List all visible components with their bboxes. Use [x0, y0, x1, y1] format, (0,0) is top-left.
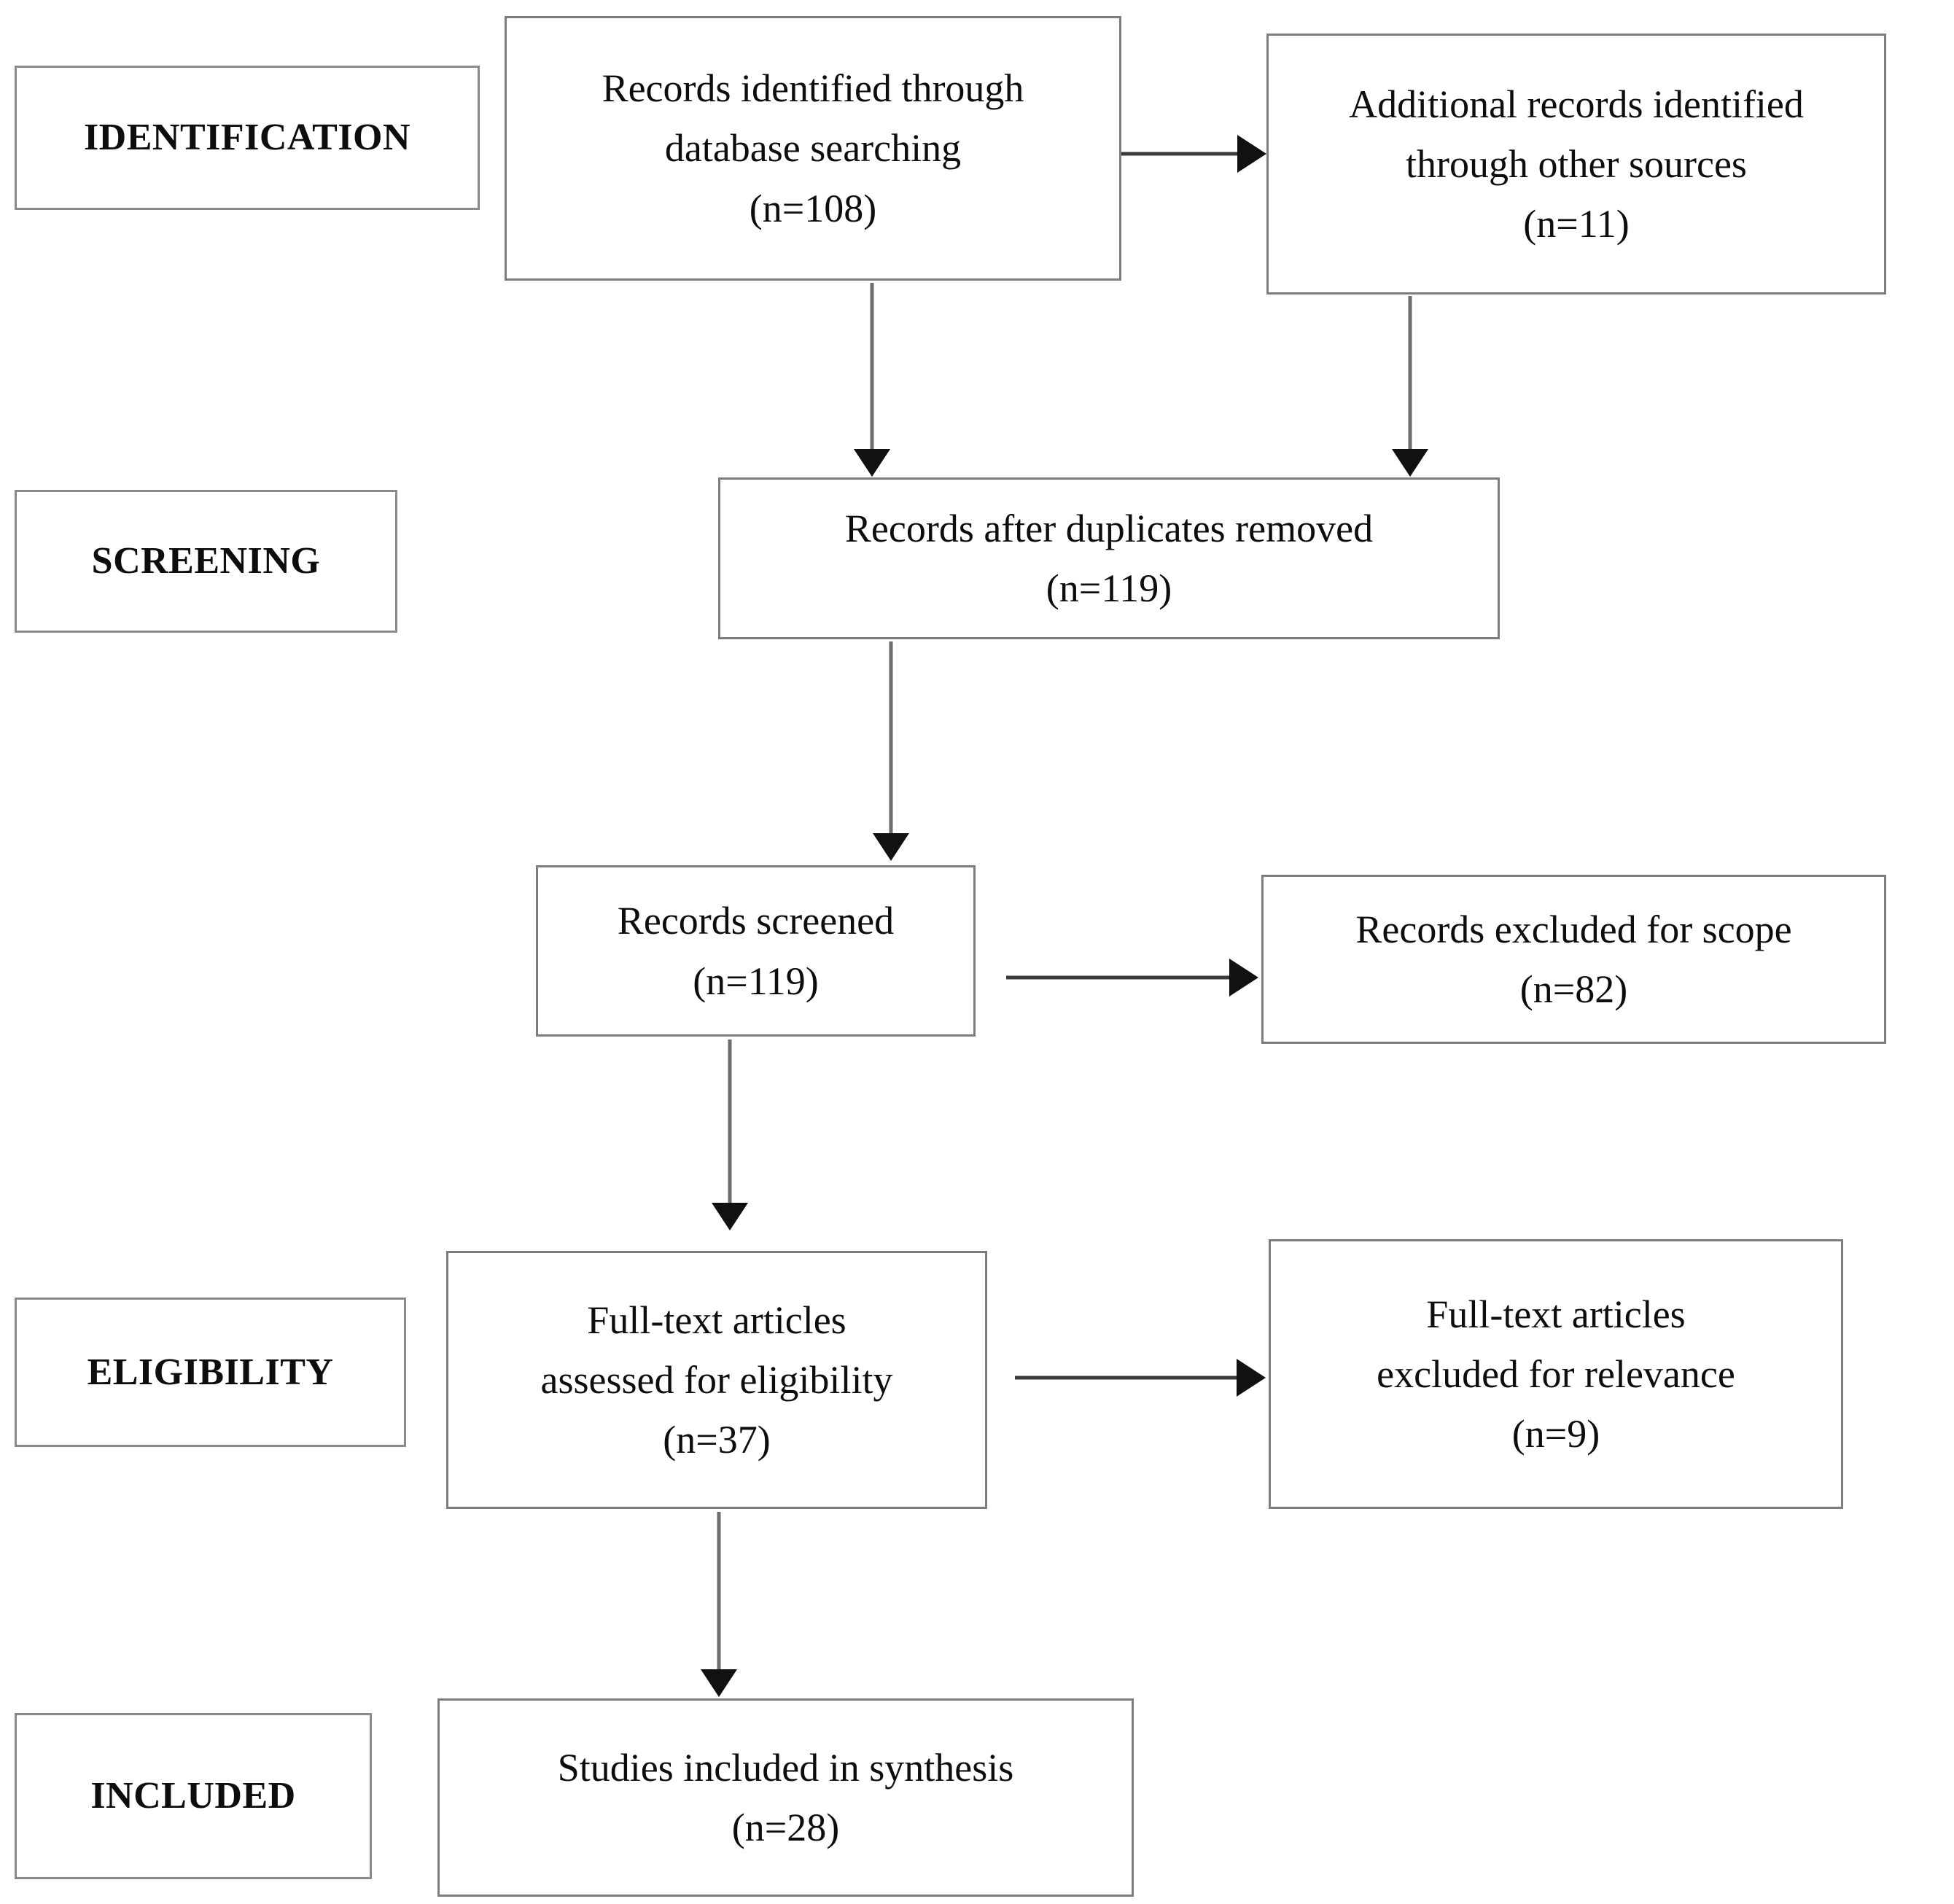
- arrow-shaft: [1015, 1376, 1241, 1380]
- node-line: Records screened: [617, 899, 895, 943]
- connector-screened-to-excluded-scope: [1006, 959, 1261, 996]
- node-count: (n=82): [1519, 967, 1628, 1011]
- node-line: Records excluded for scope: [1355, 907, 1792, 951]
- node-line: Full-text articles: [587, 1298, 846, 1342]
- arrow-shaft: [1006, 975, 1234, 980]
- node-records-screened: Records screened (n=119): [536, 865, 976, 1037]
- node-full-text-excluded-for-relevance: Full-text articles excluded for relevanc…: [1269, 1239, 1844, 1510]
- node-records-after-duplicates-removed: Records after duplicates removed (n=119): [718, 477, 1500, 640]
- arrow-right-icon: [1237, 1359, 1266, 1397]
- node-line: Records identified through: [602, 66, 1024, 111]
- connector-duplicates-to-screened: [872, 641, 910, 864]
- connector-fulltext-to-included: [700, 1512, 738, 1700]
- node-count: (n=11): [1523, 202, 1630, 246]
- stage-label-eligibility: ELIGIBILITY: [87, 1351, 334, 1393]
- arrow-right-icon: [1229, 959, 1258, 996]
- stage-box-eligibility: ELIGIBILITY: [15, 1298, 407, 1448]
- connector-additional-to-duplicates: [1391, 296, 1429, 480]
- arrow-shaft: [1121, 152, 1242, 156]
- arrow-down-icon: [701, 1669, 737, 1697]
- connector-database-to-duplicates: [853, 283, 891, 480]
- stage-label-identification: IDENTIFICATION: [83, 117, 411, 159]
- connector-fulltext-to-excluded-relevance: [1015, 1359, 1269, 1397]
- arrow-down-icon: [873, 833, 909, 861]
- node-count: (n=119): [693, 959, 819, 1003]
- stage-box-identification: IDENTIFICATION: [15, 66, 480, 211]
- arrow-shaft: [889, 641, 893, 836]
- node-count: (n=119): [1046, 566, 1172, 610]
- node-additional-records-other-sources: Additional records identified through ot…: [1266, 34, 1887, 295]
- node-count: (n=37): [663, 1418, 771, 1462]
- node-records-identified-database: Records identified through database sear…: [505, 16, 1122, 281]
- node-line: database searching: [664, 126, 962, 171]
- node-records-excluded-for-scope: Records excluded for scope (n=82): [1261, 875, 1887, 1045]
- arrow-right-icon: [1237, 135, 1266, 173]
- node-count: (n=108): [749, 186, 877, 230]
- node-studies-included-in-synthesis: Studies included in synthesis (n=28): [437, 1698, 1134, 1897]
- arrow-shaft: [870, 283, 874, 452]
- connector-screened-to-fulltext: [711, 1039, 749, 1233]
- node-count: (n=9): [1511, 1412, 1600, 1456]
- node-line: Records after duplicates removed: [844, 506, 1374, 550]
- node-count: (n=28): [731, 1806, 840, 1849]
- node-line: Additional records identified: [1349, 82, 1804, 126]
- node-line: Studies included in synthesis: [557, 1745, 1014, 1790]
- arrow-down-icon: [1392, 449, 1428, 477]
- stage-box-included: INCLUDED: [15, 1713, 373, 1880]
- node-line: through other sources: [1406, 141, 1747, 186]
- stage-label-included: INCLUDED: [90, 1775, 296, 1817]
- stage-label-screening: SCREENING: [91, 540, 321, 582]
- node-line: Full-text articles: [1426, 1292, 1686, 1336]
- connector-database-to-additional: [1121, 135, 1266, 173]
- arrow-shaft: [1408, 296, 1412, 452]
- arrow-shaft: [728, 1039, 732, 1206]
- node-line: assessed for eligibility: [540, 1357, 893, 1402]
- node-full-text-assessed-for-eligibility: Full-text articles assessed for eligibil…: [446, 1251, 988, 1510]
- arrow-down-icon: [712, 1203, 748, 1230]
- stage-box-screening: SCREENING: [15, 490, 398, 633]
- arrow-down-icon: [854, 449, 890, 477]
- arrow-shaft: [717, 1512, 721, 1672]
- node-line: excluded for relevance: [1377, 1351, 1735, 1396]
